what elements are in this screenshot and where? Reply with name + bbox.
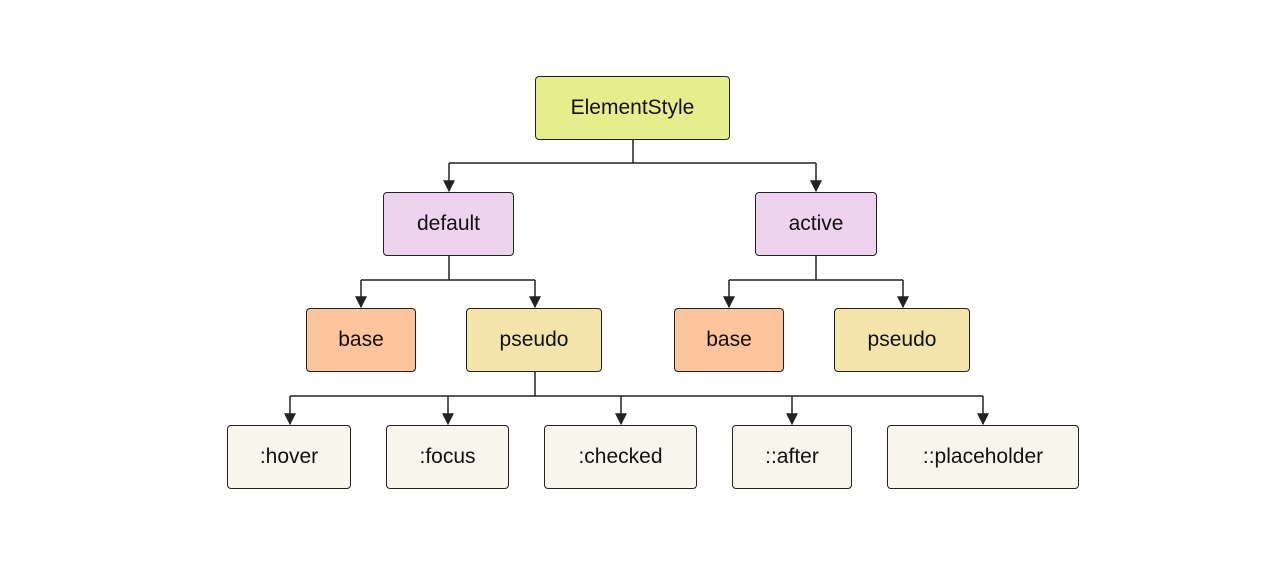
node-element-style: ElementStyle [535,76,730,140]
node-after: ::after [732,425,852,489]
node-active-pseudo: pseudo [834,308,970,372]
node-active-base: base [674,308,784,372]
node-hover: :hover [227,425,351,489]
node-focus: :focus [386,425,509,489]
node-active: active [755,192,877,256]
node-placeholder: ::placeholder [887,425,1079,489]
node-default-base: base [306,308,416,372]
node-default: default [383,192,514,256]
node-default-pseudo: pseudo [466,308,602,372]
node-checked: :checked [544,425,697,489]
